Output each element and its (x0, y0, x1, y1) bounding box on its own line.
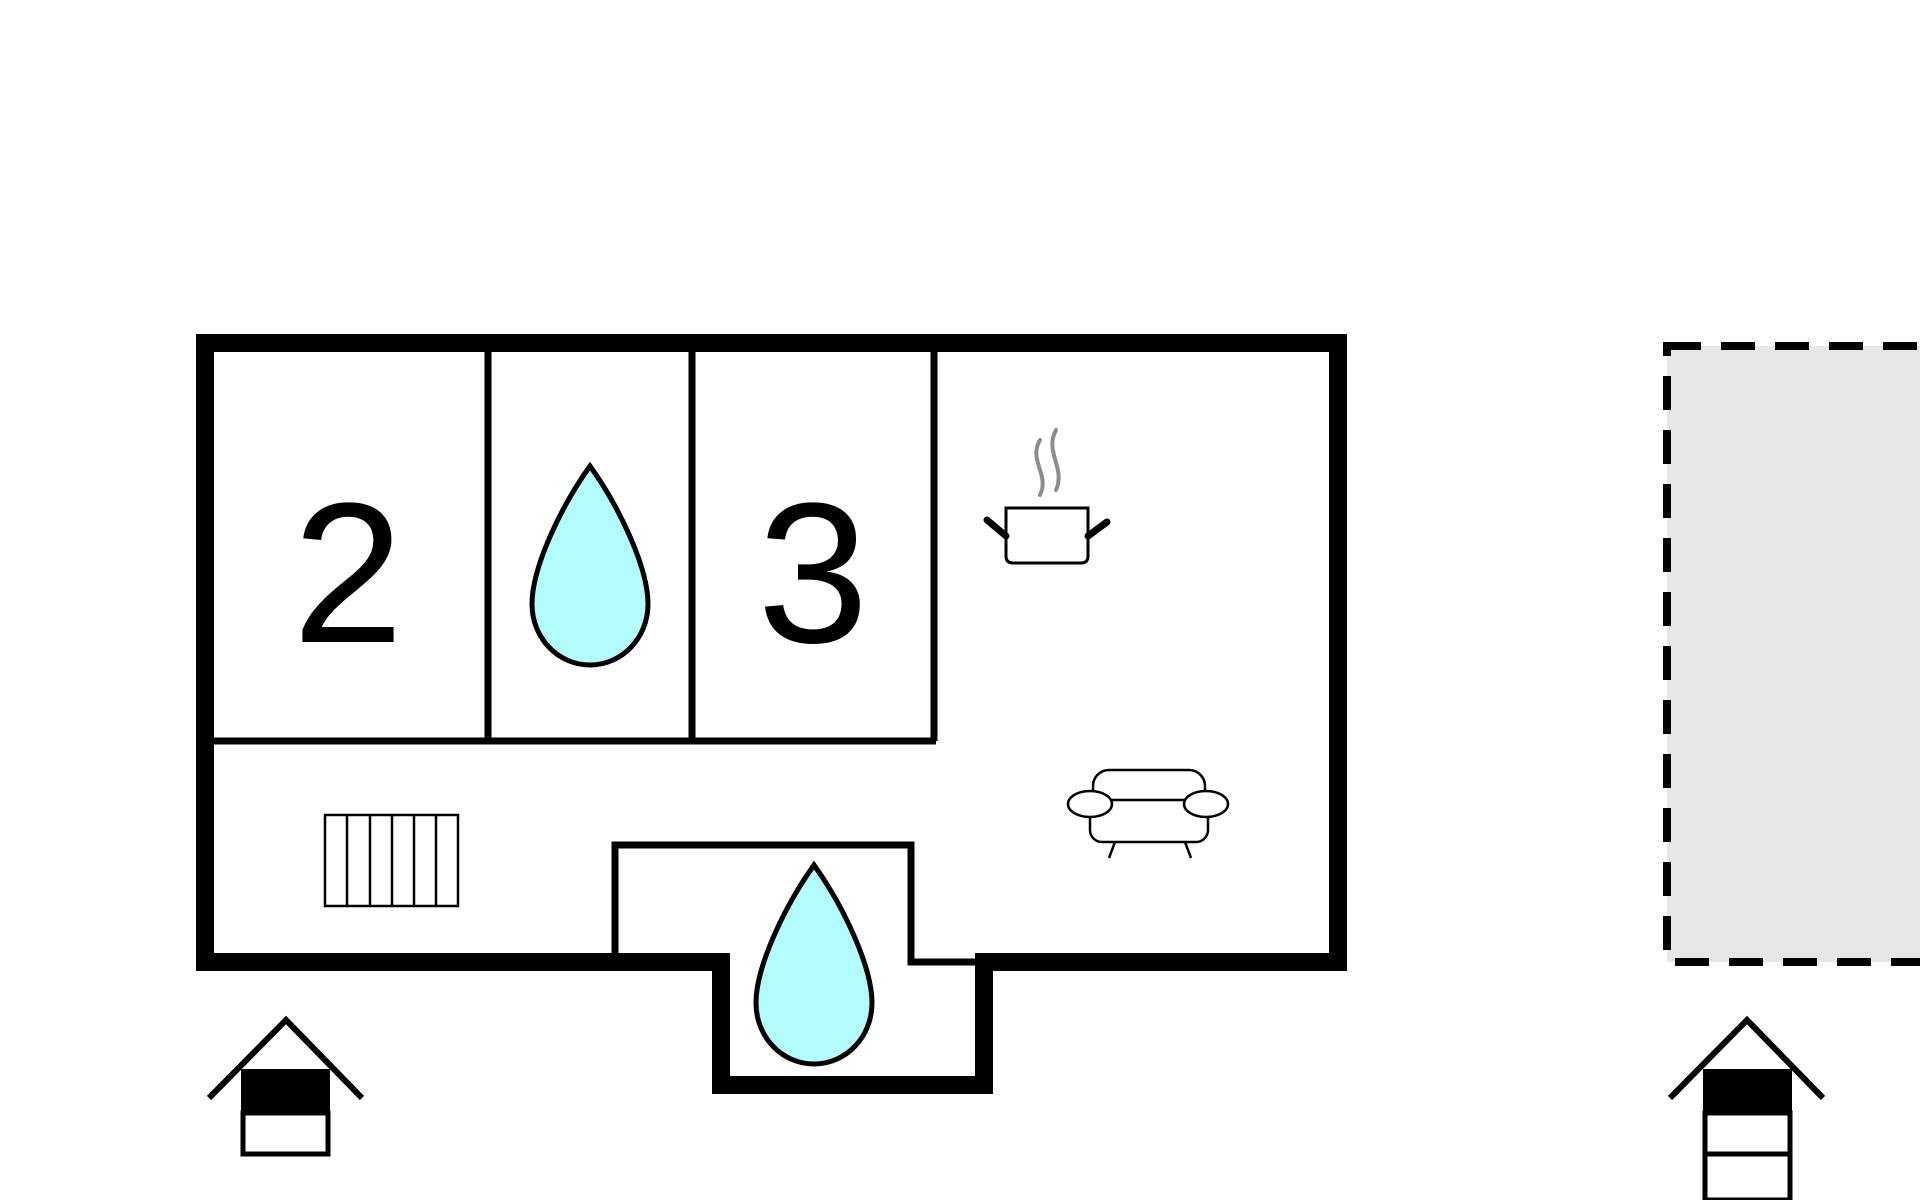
cooking-pot-icon (983, 428, 1111, 565)
entrance-house-icon (1667, 1015, 1826, 1200)
interior-walls (212, 350, 975, 966)
room-number-3: 3 (757, 462, 868, 685)
entrance-house-icon (206, 1015, 365, 1157)
radiator-icon (323, 813, 460, 908)
water-drop-icon (753, 860, 875, 1067)
sofa-icon (1066, 768, 1230, 859)
room-number-2: 2 (292, 462, 403, 685)
outbuilding-area (1663, 342, 1920, 966)
outer-wall (196, 334, 1347, 1094)
water-drop-icon (529, 461, 651, 668)
